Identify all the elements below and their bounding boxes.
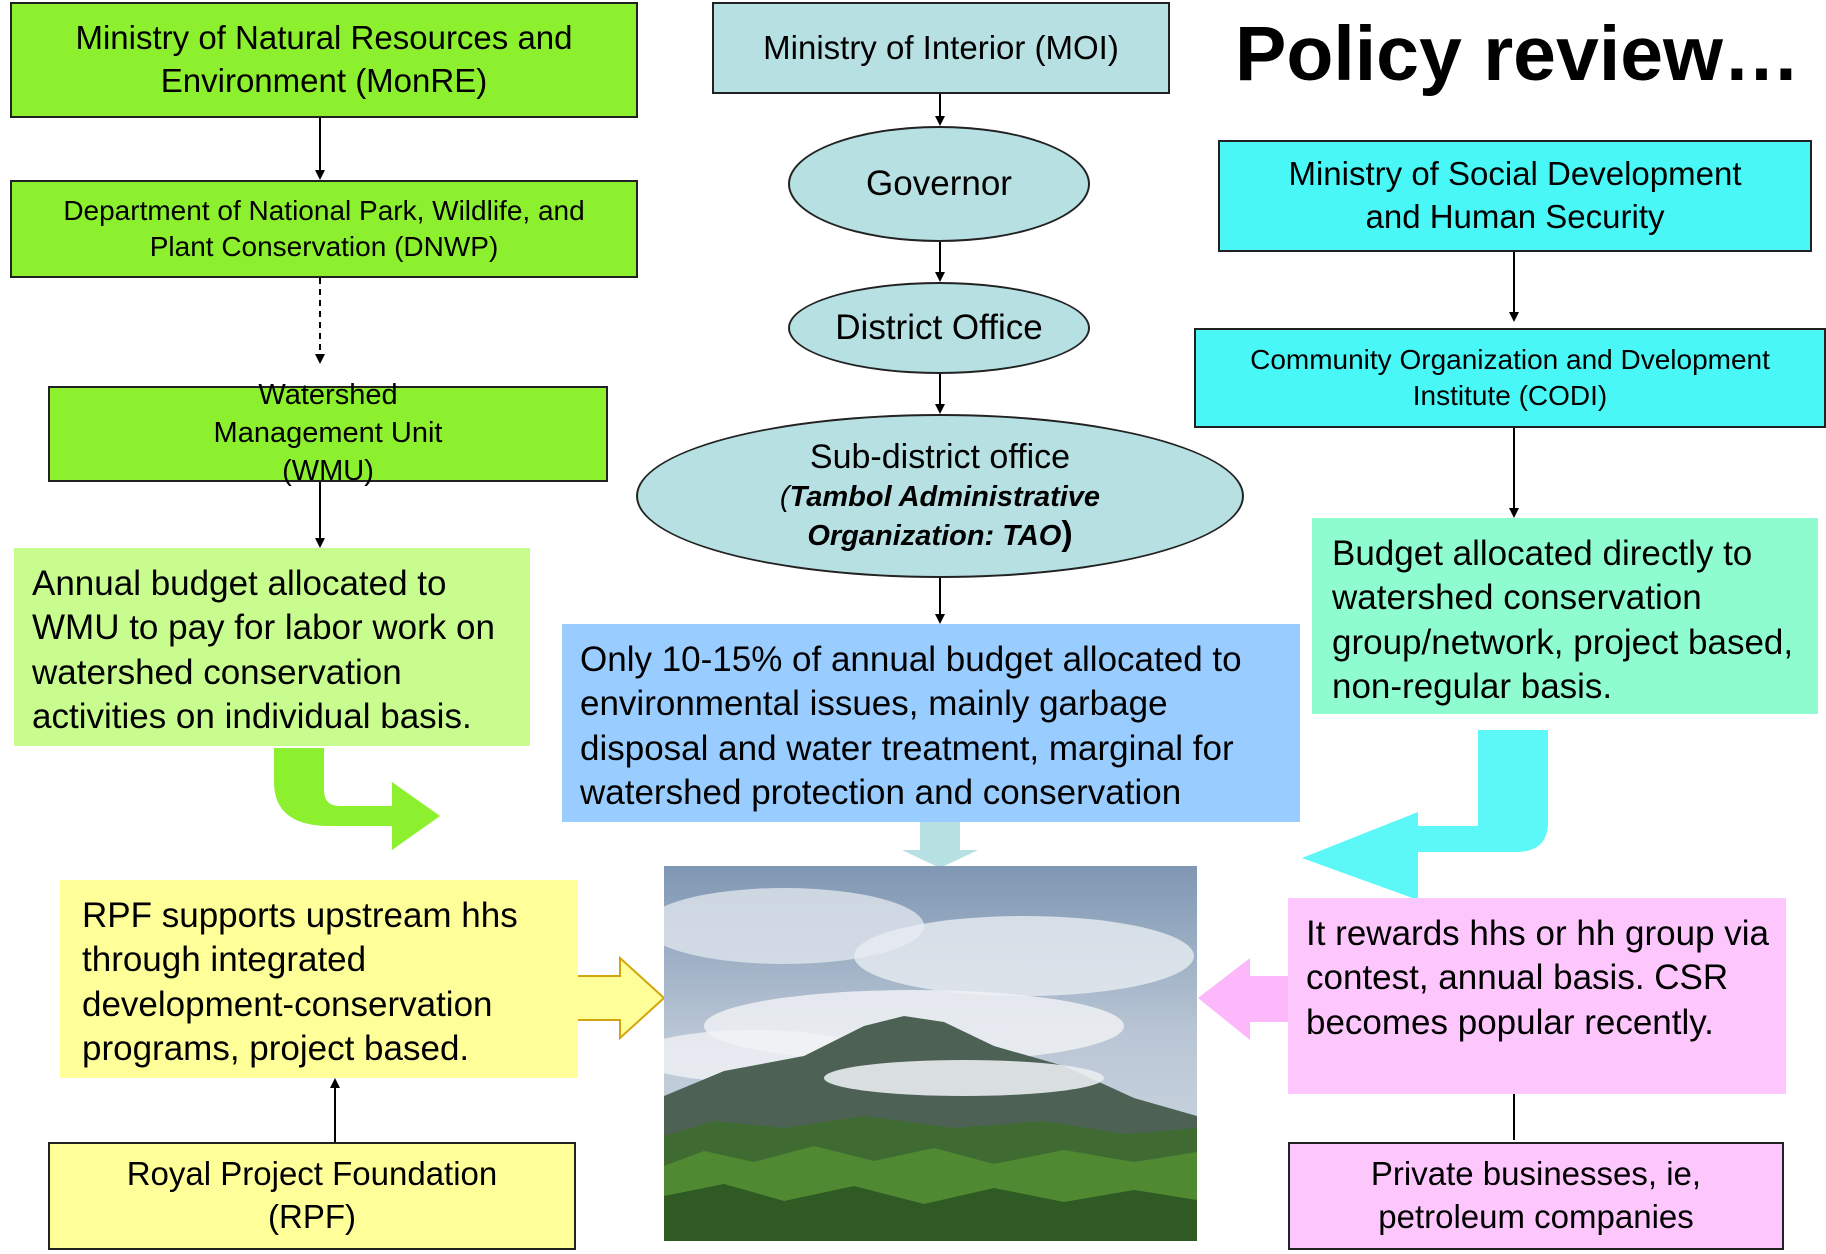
private-box: Private businesses, ie, petroleum compan… (1288, 1142, 1784, 1250)
moi-label: Ministry of Interior (MOI) (763, 28, 1119, 66)
mountain-photo (664, 866, 1197, 1241)
tao-budget-box: Only 10-15% of annual budget allocated t… (562, 624, 1300, 822)
governor-label: Governor (866, 164, 1012, 203)
mountain-landscape-image (664, 866, 1197, 1241)
rpf-support-text: RPF supports upstream hhs through integr… (82, 896, 518, 1069)
subdistrict-ellipse: Sub-district office (Tambol Administrati… (636, 414, 1244, 578)
monre-label: Ministry of Natural Resources and Enviro… (75, 19, 573, 99)
dnwp-label: Department of National Park, Wildlife, a… (63, 194, 585, 262)
cyan-curved-arrow (1302, 730, 1548, 900)
wmu-box: Watershed Management Unit (WMU) (48, 379, 608, 487)
yellow-outline-arrow (576, 955, 666, 1041)
wmu-budget-box: Annual budget allocated to WMU to pay fo… (14, 548, 530, 746)
pink-left-arrow (1198, 958, 1288, 1040)
tao-budget-text: Only 10-15% of annual budget allocated t… (580, 640, 1242, 813)
subdistrict-close: ) (1061, 515, 1073, 554)
rpf-support-box: RPF supports upstream hhs through integr… (60, 880, 578, 1078)
msdhs-box: Ministry of Social Development and Human… (1218, 140, 1812, 252)
district-ellipse: District Office (788, 282, 1090, 374)
district-label: District Office (835, 308, 1043, 347)
wmu-label: Watershed Management Unit (WMU) (213, 379, 443, 487)
wmu-budget-text: Annual budget allocated to WMU to pay fo… (32, 564, 495, 737)
subdistrict-open: ( (779, 480, 790, 513)
tao-label: Tambol Administrative Organization: TAO (789, 480, 1101, 553)
codi-budget-text: Budget allocated directly to watershed c… (1332, 534, 1794, 707)
rewards-text: It rewards hhs or hh group via contest, … (1306, 914, 1770, 1042)
blue-down-arrow (902, 822, 978, 868)
rpf-box: Royal Project Foundation (RPF) (48, 1142, 576, 1250)
codi-label: Community Organization and Dvelopment In… (1250, 343, 1770, 411)
dnwp-box: Department of National Park, Wildlife, a… (10, 180, 638, 278)
private-label: Private businesses, ie, petroleum compan… (1370, 1155, 1702, 1235)
rpf-label: Royal Project Foundation (RPF) (126, 1155, 498, 1235)
moi-box: Ministry of Interior (MOI) (712, 2, 1170, 94)
monre-box: Ministry of Natural Resources and Enviro… (10, 2, 638, 118)
green-curved-arrow (274, 748, 440, 850)
codi-budget-box: Budget allocated directly to watershed c… (1312, 518, 1818, 714)
page-title: Policy review… (1235, 11, 1800, 97)
codi-box: Community Organization and Dvelopment In… (1194, 328, 1826, 428)
msdhs-label: Ministry of Social Development and Human… (1288, 155, 1742, 235)
rewards-box: It rewards hhs or hh group via contest, … (1288, 898, 1786, 1094)
subdistrict-label: Sub-district office (809, 437, 1071, 476)
governor-ellipse: Governor (788, 126, 1090, 242)
